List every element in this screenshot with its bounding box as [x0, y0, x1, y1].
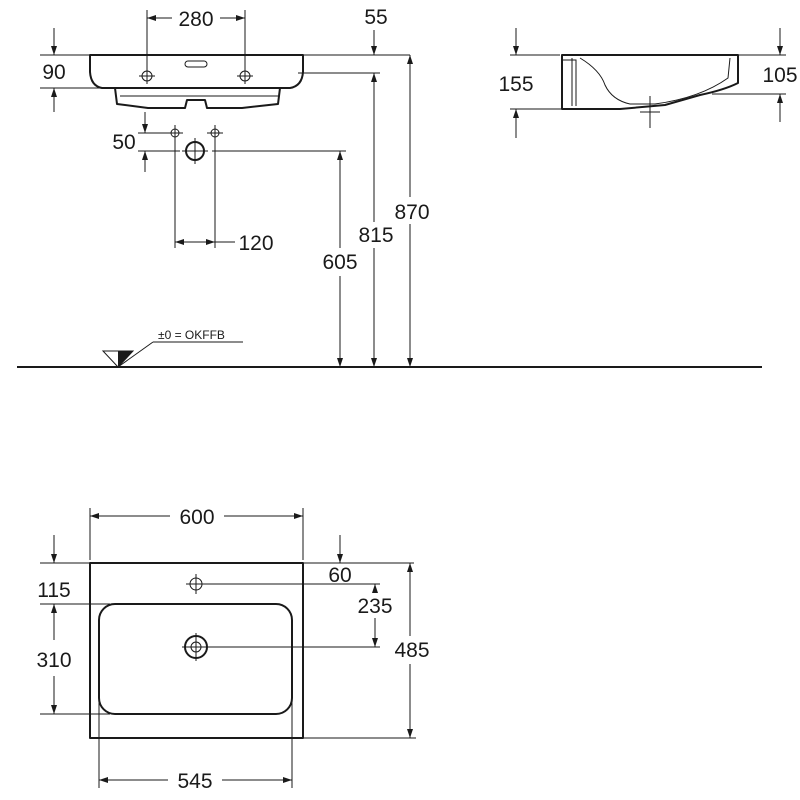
- dim-120-label: 120: [238, 232, 273, 255]
- tap-hole-right-icon: [237, 68, 253, 84]
- dim-valve-spacing: 120: [174, 141, 274, 255]
- side-view: 155 105: [498, 28, 798, 138]
- dim-815-label: 815: [358, 224, 393, 247]
- valve-left-icon: [167, 125, 183, 141]
- dim-rim-height: 90: [40, 28, 100, 112]
- dim-rim-offset: 55: [298, 6, 410, 74]
- dim-235-label: 235: [357, 595, 392, 618]
- dim-overall-width: 600: [89, 506, 304, 560]
- dim-tap-to-waste: 235: [210, 584, 393, 648]
- dim-310-label: 310: [36, 649, 71, 672]
- basin-side-bowl: [571, 57, 731, 106]
- dim-overall-height: 870: [394, 55, 430, 367]
- tap-hole-top-icon: [186, 574, 206, 594]
- overflow-slot: [184, 60, 208, 68]
- basin-top-outline: [89, 562, 304, 739]
- dim-waste-height: 605: [212, 150, 358, 367]
- dim-90-label: 90: [42, 61, 65, 84]
- dim-50-label: 50: [112, 131, 135, 154]
- dim-rim-top-height: 815: [358, 73, 394, 367]
- dim-valve-offset: 50: [112, 112, 180, 172]
- dim-605-label: 605: [322, 251, 357, 274]
- floor-reference-label: ±0 = OKFFB: [158, 328, 225, 342]
- drain-top-icon: [182, 633, 210, 661]
- front-view: 280 55 90 50: [17, 6, 762, 368]
- dim-545-label: 545: [177, 770, 212, 793]
- dim-280-label: 280: [178, 8, 213, 31]
- dim-tap-hole-spacing: 280: [146, 8, 246, 68]
- dim-bowl-width: 545: [98, 700, 293, 793]
- dim-overall-depth: 155: [498, 28, 620, 138]
- dim-overall-depth-plan: 485: [303, 563, 430, 739]
- waste-outlet-icon: [182, 138, 208, 164]
- side-back-edge: [562, 59, 577, 106]
- dim-155-label: 155: [498, 73, 533, 96]
- dim-105-label: 105: [762, 64, 797, 87]
- bowl-top-outline: [98, 603, 293, 715]
- dim-485-label: 485: [394, 639, 429, 662]
- dim-115-label: 115: [37, 579, 70, 602]
- valve-right-icon: [207, 125, 223, 141]
- dim-60-label: 60: [328, 564, 351, 587]
- floor-level-marker: ±0 = OKFFB: [101, 328, 243, 368]
- tap-hole-left-icon: [139, 68, 155, 84]
- dim-55-label: 55: [364, 6, 387, 29]
- dim-tap-hole-depth: 60: [204, 535, 414, 587]
- dim-rim-to-bowl: 115: [37, 535, 110, 605]
- basin-front-underside: [114, 87, 281, 109]
- side-waste-icon: [640, 96, 660, 128]
- dim-bowl-depth: 105: [712, 28, 798, 122]
- basin-front-outline: [89, 54, 304, 89]
- top-view: 600 60 235 485: [36, 506, 429, 793]
- dim-bowl-depth-plan: 310: [36, 604, 110, 715]
- dim-870-label: 870: [394, 201, 429, 224]
- dim-600-label: 600: [179, 506, 214, 529]
